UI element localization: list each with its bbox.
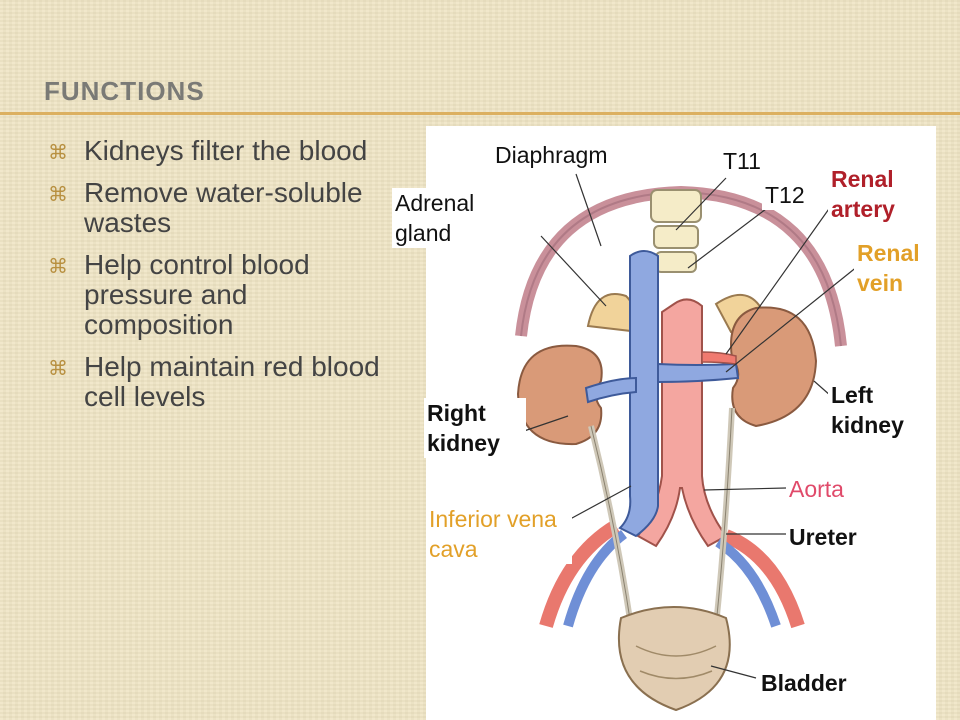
bullet-item: ⌘Kidneys filter the blood [48,135,368,166]
label-right-kidney: Right kidney [424,398,526,458]
label-adrenal-gland: Adrenal gland [392,188,478,248]
label-diaphragm: Diaphragm [492,140,611,170]
label-renal-vein: Renal vein [854,238,936,298]
bullet-marker-icon: ⌘ [48,256,68,278]
bullet-marker-icon: ⌘ [48,184,68,206]
label-renal-artery: Renal artery [828,164,934,224]
bullet-item: ⌘Help control blood pressure and composi… [48,249,310,340]
label-t11: T11 [720,146,764,176]
bullet-item: ⌘Help maintain red blood cell levels [48,351,380,412]
bullet-marker-icon: ⌘ [48,142,68,164]
label-bladder: Bladder [758,668,850,698]
bullet-item: ⌘Remove water-soluble wastes [48,177,363,238]
bullet-marker-icon: ⌘ [48,358,68,380]
label-t12: T12 [762,180,808,210]
label-ureter: Ureter [786,522,860,552]
urinary-system-illustration [515,173,859,712]
label-aorta: Aorta [786,474,847,504]
bullet-list: ⌘Kidneys filter the blood ⌘Remove water-… [48,136,388,424]
urinary-system-diagram: Diaphragm T11 T12 Adrenal gland Renal ar… [392,126,936,720]
title-divider [0,112,960,115]
label-left-kidney: Left kidney [828,380,934,440]
label-inferior-vena-cava: Inferior vena cava [426,504,572,564]
slide-title: FUNCTIONS [44,76,205,106]
